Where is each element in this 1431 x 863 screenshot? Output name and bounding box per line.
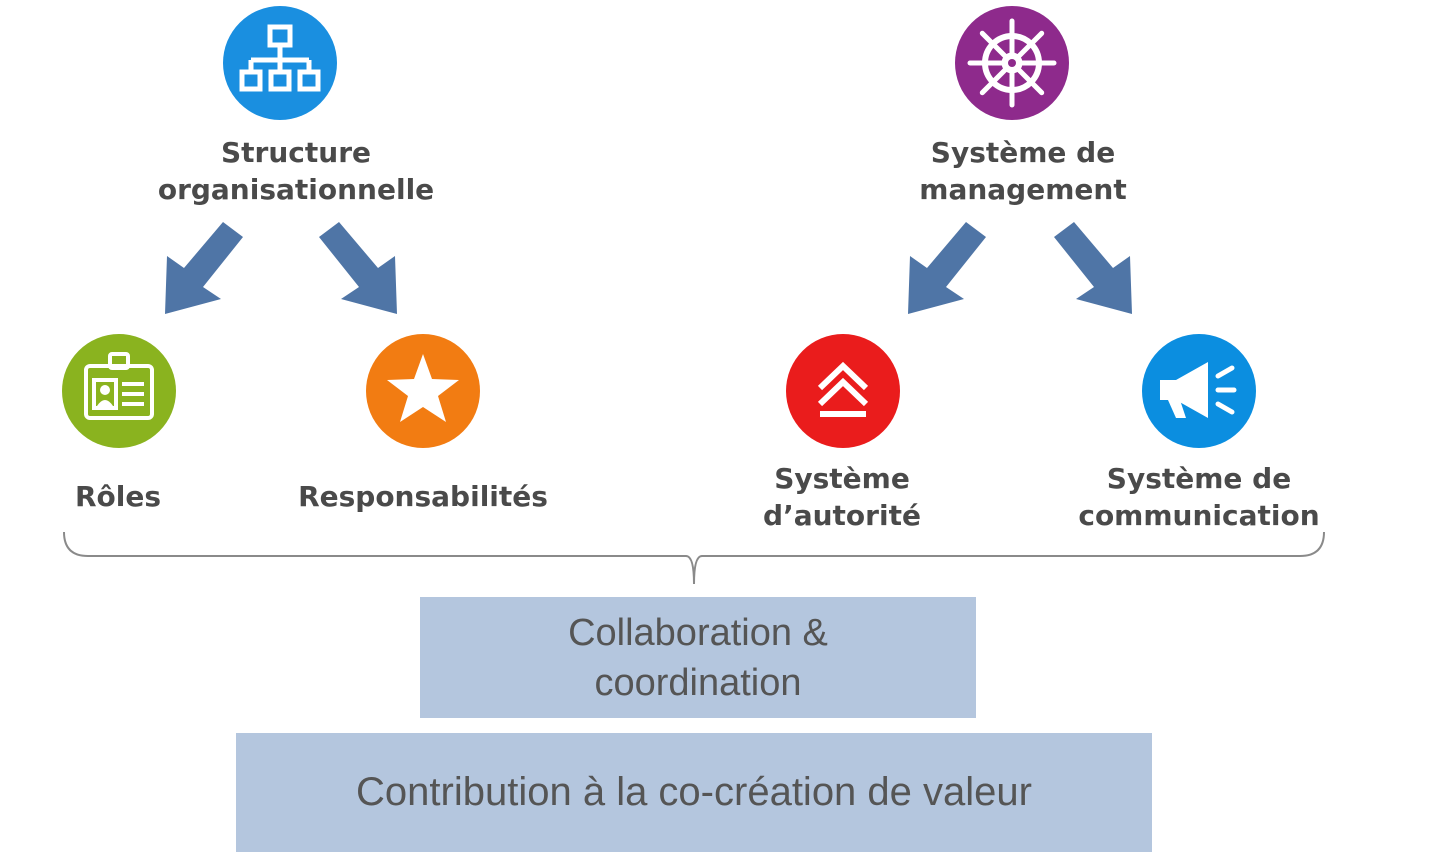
megaphone-icon — [1142, 334, 1256, 448]
arrow-management-to-communication — [1054, 222, 1132, 314]
responsabilites-label: Responsabilités — [298, 480, 548, 513]
communication-label-line2: communication — [1078, 499, 1320, 532]
ship-wheel-icon — [955, 6, 1069, 120]
id-badge-icon — [62, 334, 176, 448]
management-label-line1: Système de — [930, 136, 1116, 169]
arrow-management-to-autorite — [908, 222, 986, 314]
autorite-label: Système d’autorité — [738, 460, 946, 534]
org-chart-icon — [223, 6, 337, 120]
collaboration-line2: coordination — [594, 662, 802, 704]
autorite-label-line1: Système — [774, 462, 910, 495]
structure-label: Structure organisationnelle — [150, 134, 442, 208]
communication-label: Système de communication — [1065, 460, 1333, 534]
collaboration-line1: Collaboration & — [568, 612, 828, 654]
collaboration-box: Collaboration & coordination — [420, 597, 976, 718]
management-label-line2: management — [919, 173, 1127, 206]
management-label: Système de management — [880, 134, 1166, 208]
star-icon — [366, 334, 480, 448]
arrow-structure-to-responsabilites — [319, 222, 397, 314]
structure-label-line1: Structure — [220, 136, 371, 169]
roles-label: Rôles — [74, 480, 162, 513]
autorite-label-line2: d’autorité — [763, 499, 921, 532]
contribution-box: Contribution à la co-création de valeur — [236, 733, 1152, 852]
arrow-structure-to-roles — [165, 222, 243, 314]
communication-label-line1: Système de — [1106, 462, 1292, 495]
structure-label-line2: organisationnelle — [157, 173, 435, 206]
contribution-text: Contribution à la co-création de valeur — [356, 770, 1032, 814]
chevrons-up-icon — [786, 334, 900, 448]
